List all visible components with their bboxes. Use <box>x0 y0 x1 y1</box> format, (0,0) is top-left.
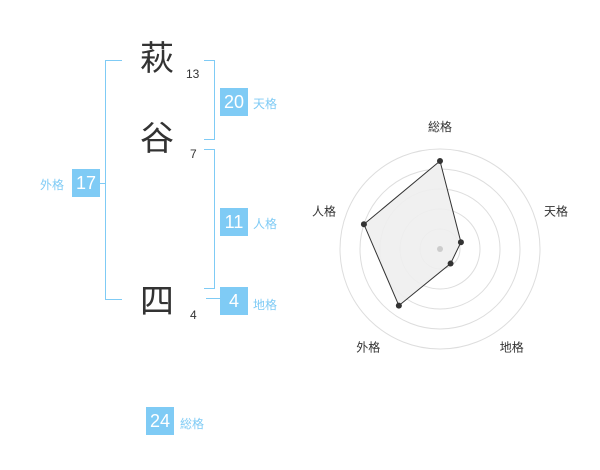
gaikaku-bracket-tick <box>95 183 105 184</box>
tenkaku-bracket <box>204 60 215 140</box>
radar-axis-label: 天格 <box>544 203 568 218</box>
radar-axis-label: 総格 <box>428 119 452 134</box>
soukaku-label: 総格 <box>180 417 205 431</box>
radar-area <box>363 160 462 307</box>
gaikaku-label: 外格 <box>40 178 65 192</box>
chikaku-bracket-tick <box>206 298 220 299</box>
radar-axis-label: 地格 <box>500 340 524 355</box>
name-char-3: 四 <box>140 282 174 322</box>
tenkaku-value: 20 <box>220 88 248 116</box>
jinkaku-value: 11 <box>220 208 248 236</box>
jinkaku-bracket <box>204 149 215 289</box>
gaikaku-bracket <box>105 60 122 300</box>
chikaku-value: 4 <box>220 287 248 315</box>
stroke-count-3: 4 <box>190 308 197 322</box>
radar-point <box>437 158 443 164</box>
radar-ring <box>339 148 541 350</box>
radar-point <box>360 221 367 228</box>
soukaku-value: 24 <box>146 407 174 435</box>
radar-point <box>447 260 454 267</box>
jinkaku-label: 人格 <box>253 217 278 231</box>
radar-point <box>457 239 464 246</box>
radar-axis-label: 外格 <box>356 340 380 355</box>
name-char-2: 谷 <box>140 119 174 159</box>
stroke-count-2: 7 <box>190 147 197 161</box>
radar-center-dot <box>437 246 443 252</box>
radar-axis-label: 人格 <box>312 203 336 218</box>
tenkaku-label: 天格 <box>253 97 278 111</box>
stroke-count-1: 13 <box>186 67 200 81</box>
radar-point <box>395 302 402 309</box>
chikaku-label: 地格 <box>253 298 278 312</box>
name-char-1: 萩 <box>140 39 174 79</box>
gaikaku-value: 17 <box>72 169 100 197</box>
